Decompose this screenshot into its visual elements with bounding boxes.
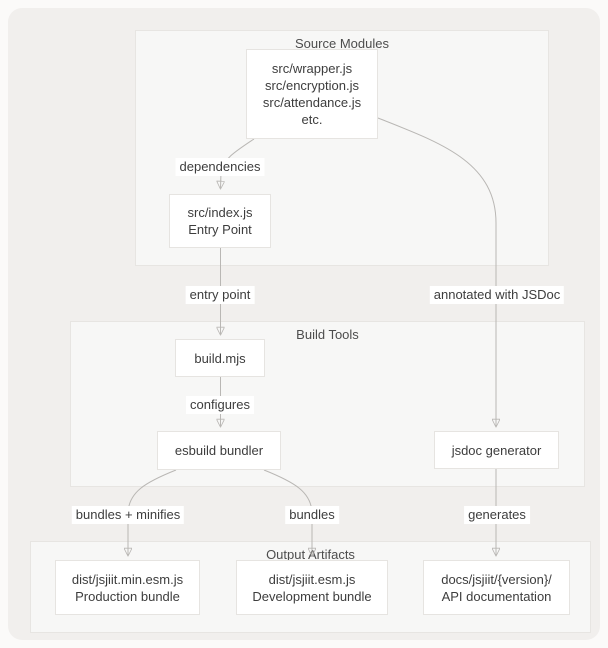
node-line: docs/jsjiit/{version}/ bbox=[441, 571, 552, 587]
node-line: API documentation bbox=[441, 588, 552, 604]
edge-label-entry-point: entry point bbox=[185, 286, 255, 304]
edge-label-annotated-with-jsdoc: annotated with JSDoc bbox=[429, 286, 565, 304]
node-line: src/wrapper.js bbox=[271, 61, 353, 76]
group-title-source-modules: Source Modules bbox=[295, 36, 389, 51]
edge-label-bundles-minifies: bundles + minifies bbox=[71, 506, 185, 524]
node-line: esbuild bundler bbox=[174, 443, 264, 458]
node-jsdoc-generator: jsdoc generator bbox=[434, 431, 559, 469]
node-line: src/encryption.js bbox=[265, 78, 359, 93]
node-build-mjs: build.mjs bbox=[175, 339, 265, 377]
edge-label-bundles: bundles bbox=[285, 506, 339, 524]
node-line: etc. bbox=[301, 112, 323, 127]
node-line: jsdoc generator bbox=[451, 442, 542, 458]
node-line: Entry Point bbox=[188, 222, 252, 237]
edge-label-dependencies: dependencies bbox=[175, 158, 265, 176]
edge-label-generates: generates bbox=[464, 506, 530, 524]
node-esbuild-bundler: esbuild bundler bbox=[157, 431, 281, 470]
node-line: dist/jsjiit.esm.js bbox=[268, 571, 356, 587]
node-api-documentation: docs/jsjiit/{version}/ API documentation bbox=[423, 560, 570, 615]
node-development-bundle: dist/jsjiit.esm.js Development bundle bbox=[236, 560, 388, 615]
node-line: build.mjs bbox=[194, 350, 246, 366]
node-line: Production bundle bbox=[75, 588, 180, 604]
node-source-files: src/wrapper.js src/encryption.js src/att… bbox=[246, 49, 378, 139]
node-line: src/attendance.js bbox=[262, 95, 362, 110]
node-line: Development bundle bbox=[252, 588, 372, 604]
node-entry-point: src/index.js Entry Point bbox=[169, 194, 271, 248]
node-production-bundle: dist/jsjiit.min.esm.js Production bundle bbox=[55, 560, 200, 615]
node-line: dist/jsjiit.min.esm.js bbox=[71, 571, 184, 587]
edge-label-configures: configures bbox=[186, 396, 254, 414]
diagram-card: Source Modules Build Tools Output Artifa… bbox=[8, 8, 600, 640]
group-title-build-tools: Build Tools bbox=[296, 327, 359, 342]
node-line: src/index.js bbox=[187, 205, 253, 220]
